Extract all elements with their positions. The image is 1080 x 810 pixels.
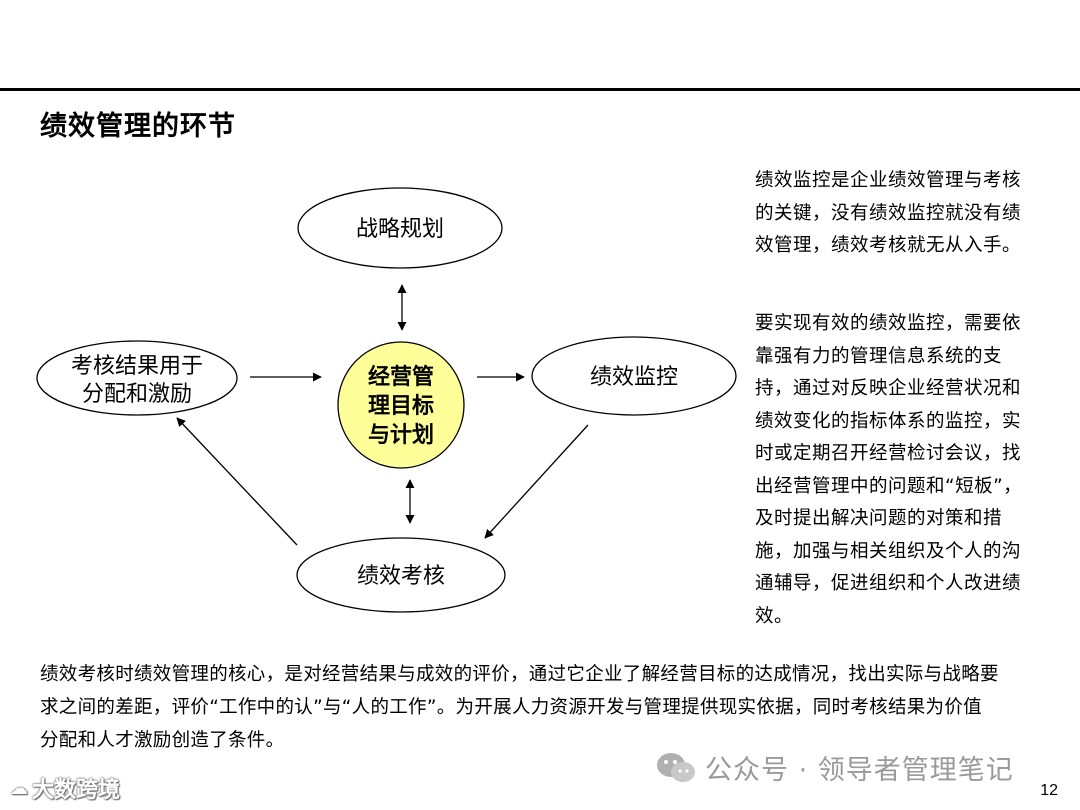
node-core-line-1: 经营管 [368, 364, 434, 390]
node-result: 考核结果用于 分配和激励 [36, 340, 238, 416]
node-strategy-label: 战略规划 [356, 217, 444, 242]
watermark-right: 公众号 · 领导者管理笔记 [655, 748, 1014, 787]
node-strategy: 战略规划 [297, 187, 503, 269]
node-core-line-3: 与计划 [368, 423, 434, 448]
watermark-left-text: 大数跨境 [32, 778, 121, 803]
cloud-logo-icon: ☁ [10, 777, 28, 799]
node-result-line-2: 分配和激励 [82, 382, 192, 407]
node-monitor: 绩效监控 [531, 336, 737, 416]
top-rule [0, 88, 1080, 91]
wechat-icon [657, 752, 695, 782]
bottom-paragraph: 绩效考核时绩效管理的核心，是对经营结果与成效的评价，通过它企业了解经营目标的达成… [40, 664, 999, 751]
performance-cycle-diagram: 战略规划 经营管 理目标 与计划 绩效监控 绩效考核 考核结果用于 分配和激励 [36, 187, 737, 613]
watermark-left: ☁ 大数跨境 [10, 772, 120, 804]
arrow-monitor-evaluation [484, 424, 589, 539]
node-core: 经营管 理目标 与计划 [337, 341, 465, 469]
arrow-evaluation-result [176, 417, 298, 546]
page-number: 12 [1040, 782, 1058, 799]
side-paragraph-1: 绩效监控是企业绩效管理与考核的关键，没有绩效监控就没有绩效管理，绩效考核就无从入… [755, 170, 1022, 256]
page-title: 绩效管理的环节 [40, 111, 236, 142]
side-paragraph-2: 要实现有效的绩效监控，需要依靠强有力的管理信息系统的支持，通过对反映企业经营状况… [755, 313, 1023, 627]
node-core-line-2: 理目标 [368, 393, 434, 419]
node-result-line-1: 考核结果用于 [71, 354, 203, 379]
node-evaluation-label: 绩效考核 [357, 564, 445, 589]
watermark-right-text: 公众号 · 领导者管理笔记 [705, 755, 1014, 786]
node-monitor-label: 绩效监控 [590, 365, 678, 390]
node-evaluation: 绩效考核 [296, 537, 506, 613]
